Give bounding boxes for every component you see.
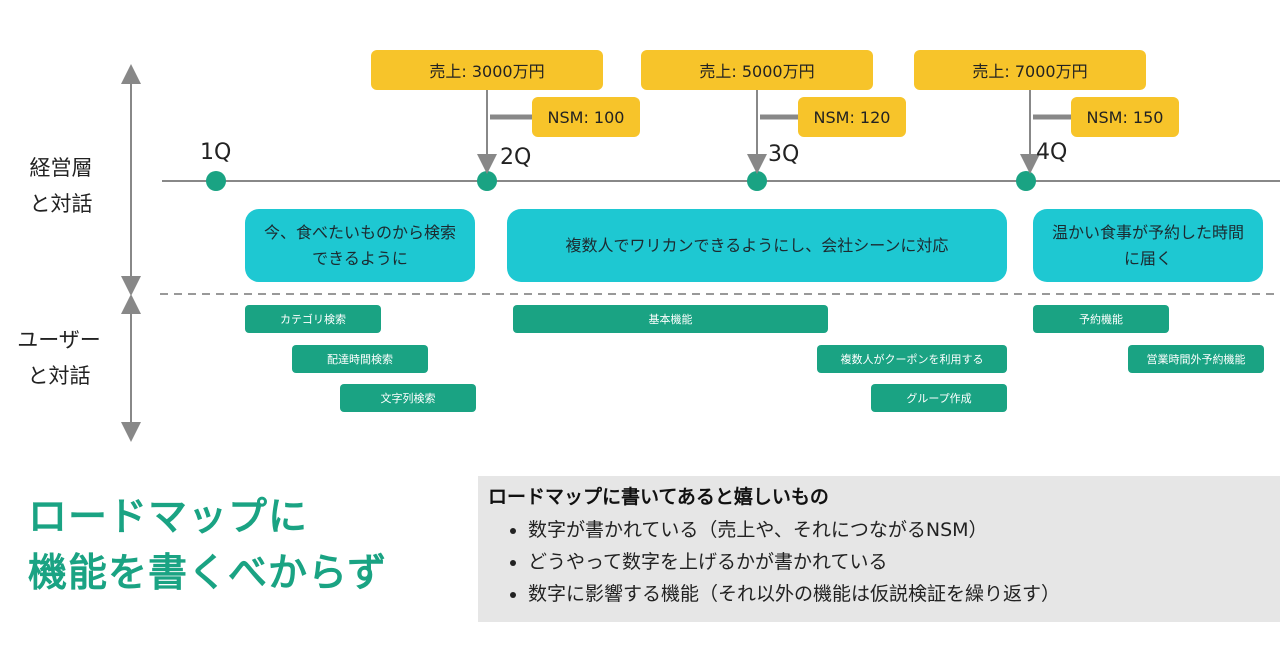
goal-3-line1: 温かい食事が予約した時間 [1051, 222, 1244, 242]
quarter-label-3q: 3Q [768, 142, 800, 167]
marker-2q [477, 171, 497, 191]
sales-target-3q: 売上: 5000万円 [641, 50, 873, 90]
top-section-label: 経営層 と対話 [6, 150, 116, 222]
feature-delivery-time-search: 配達時間検索 [292, 345, 428, 373]
note-title: ロードマップに書いてあると嬉しいもの [488, 486, 829, 508]
feature-reservation: 予約機能 [1033, 305, 1169, 333]
sales-target-2q: 売上: 3000万円 [371, 50, 603, 90]
quarter-label-2q: 2Q [500, 145, 532, 170]
goal-1-line2: できるように [312, 248, 408, 268]
headline-line2: 機能を書くべからず [28, 551, 388, 596]
nsm-target-4q: NSM: 150 [1071, 97, 1179, 137]
feature-offhours-reservation: 営業時間外予約機能 [1128, 345, 1264, 373]
headline-line1: ロードマップに [28, 495, 309, 540]
quarter-label-1q: 1Q [200, 140, 232, 165]
note-item-2: どうやって数字を上げるかが書かれている [528, 546, 1270, 578]
top-section-label-line1: 経営層 [29, 156, 93, 180]
marker-4q [1016, 171, 1036, 191]
nsm-target-3q: NSM: 120 [798, 97, 906, 137]
note-item-1: 数字が書かれている（売上や、それにつながるNSM） [528, 514, 1270, 546]
bottom-section-label: ユーザー と対話 [4, 322, 114, 394]
note-list: 数字が書かれている（売上や、それにつながるNSM） どうやって数字を上げるかが書… [488, 514, 1270, 610]
note-box: ロードマップに書いてあると嬉しいもの 数字が書かれている（売上や、それにつながる… [478, 476, 1280, 622]
bottom-section-label-line2: と対話 [27, 364, 91, 388]
goal-1-line1: 今、食べたいものから検索 [263, 222, 456, 242]
nsm-target-2q: NSM: 100 [532, 97, 640, 137]
goal-2-text: 複数人でワリカンできるようにし、会社シーンに対応 [565, 235, 949, 255]
marker-1q [206, 171, 226, 191]
quarter-label-4q: 4Q [1036, 140, 1068, 165]
marker-3q [747, 171, 767, 191]
goal-box-1: 今、食べたいものから検索 できるように [245, 209, 475, 282]
feature-category-search: カテゴリ検索 [245, 305, 381, 333]
bottom-section-label-line1: ユーザー [17, 328, 101, 352]
goal-3-line2: に届く [1123, 248, 1172, 268]
feature-text-search: 文字列検索 [340, 384, 476, 412]
goal-box-2: 複数人でワリカンできるようにし、会社シーンに対応 [507, 209, 1007, 282]
feature-basic: 基本機能 [513, 305, 828, 333]
feature-multi-coupon: 複数人がクーポンを利用する [817, 345, 1007, 373]
feature-group-create: グループ作成 [871, 384, 1007, 412]
note-item-3: 数字に影響する機能（それ以外の機能は仮説検証を繰り返す） [528, 578, 1270, 610]
goal-box-3: 温かい食事が予約した時間 に届く [1033, 209, 1263, 282]
sales-target-4q: 売上: 7000万円 [914, 50, 1146, 90]
headline: ロードマップに 機能を書くべからず [28, 490, 387, 602]
top-section-label-line2: と対話 [29, 192, 93, 216]
